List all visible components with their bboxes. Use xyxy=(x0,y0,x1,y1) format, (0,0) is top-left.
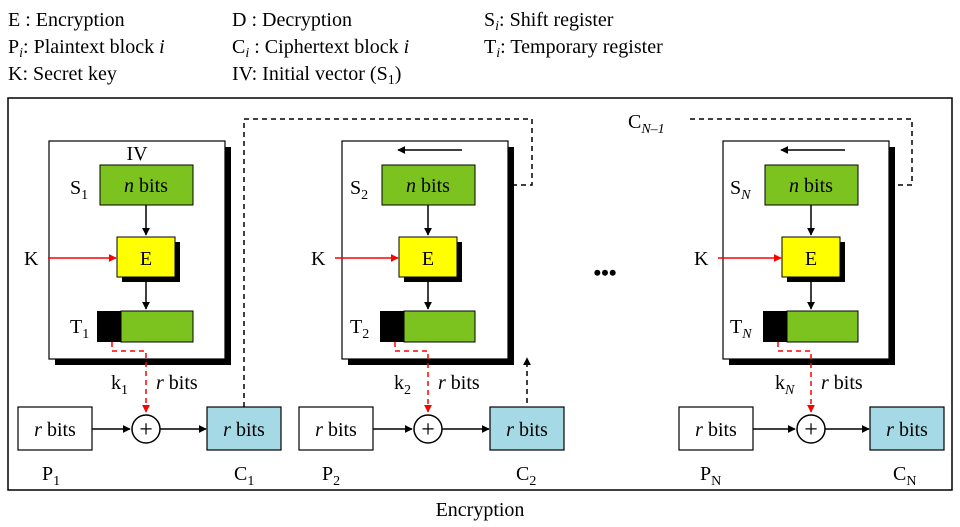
stage-2-encrypt-label: E xyxy=(422,248,434,270)
stage-n-key-label: K xyxy=(694,248,709,270)
stage-1-temp-register-green xyxy=(120,310,194,343)
stage-n-shift-register xyxy=(764,164,859,206)
stage-1-xor-symbol: + xyxy=(139,417,153,443)
stage-2-xor-symbol: + xyxy=(421,417,435,443)
stage-n-plaintext-bits: r bits xyxy=(695,419,737,441)
stage-2-encrypt-box xyxy=(398,236,458,278)
stage-2-k-label: k2 xyxy=(394,372,411,398)
stage-n-k-label: kN xyxy=(775,372,795,398)
stage-1-k-label: k1 xyxy=(111,372,128,398)
stage-2-key-label: K xyxy=(311,248,326,270)
stage-n-keystream-arrow xyxy=(777,342,815,413)
legend: E : Encryption D : Decryption Si: Shift … xyxy=(8,9,663,88)
stage-2-shift-register-label: S2 xyxy=(350,177,368,203)
stage-n-ciphertext-bits: r bits xyxy=(886,419,928,441)
stage-2-ciphertext-box xyxy=(489,406,565,451)
stage-1-encrypt-box xyxy=(116,236,176,278)
legend-iv: IV: Initial vector (S1) xyxy=(232,63,401,88)
stage-2: S2 n bits K E T2 k2 r bits r bits P2 + r… xyxy=(298,140,565,489)
stage-1-p-label: P1 xyxy=(42,463,60,489)
stage-1-r-bits-label: r bits xyxy=(156,372,198,394)
stage-n-shift-register-label: SN xyxy=(730,177,751,203)
stage-n-temp-register-green xyxy=(786,310,859,343)
caption: Encryption xyxy=(436,499,525,521)
stage-2-r-bits-label: r bits xyxy=(438,372,480,394)
stage-n-c-label: CN xyxy=(893,463,916,489)
stage-1: IV S1 n bits K E T1 k1 r bits r bits P1 … xyxy=(17,140,282,489)
stage-n-n-bits: n bits xyxy=(789,175,833,197)
legend-c: Ci : Ciphertext block i xyxy=(232,36,409,61)
stage-1-ciphertext-box xyxy=(206,406,282,451)
legend-k: K: Secret key xyxy=(8,63,117,85)
stage-n-temp-register-label: TN xyxy=(730,316,752,342)
stage-n-encrypt-label: E xyxy=(805,248,817,270)
stage-1-temp-register-label: T1 xyxy=(70,316,89,342)
stage-n: SN n bits K E TN kN r bits r bits PN + r… xyxy=(678,140,945,489)
stage-n-r-bits-label: r bits xyxy=(821,372,863,394)
stage-n-ciphertext-box xyxy=(869,406,945,451)
stage-2-shift-register xyxy=(381,164,476,206)
legend-t: Ti: Temporary register xyxy=(484,36,663,61)
legend-p: Pi: Plaintext block i xyxy=(8,36,165,61)
diagram-frame xyxy=(7,97,953,491)
stage-2-temp-register-green xyxy=(403,310,476,343)
stage-2-n-bits: n bits xyxy=(406,175,450,197)
legend-s: Si: Shift register xyxy=(484,9,614,34)
feedback-cn-1-label: CN–1 xyxy=(628,111,665,137)
stage-1-plaintext-bits: r bits xyxy=(34,419,76,441)
stage-2-keystream-arrow xyxy=(394,342,432,413)
legend-e: E : Encryption xyxy=(8,9,125,31)
stage-1-c-label: C1 xyxy=(234,463,254,489)
feedback-cn-1-to-sn xyxy=(690,118,913,189)
stage-2-temp-register-label: T2 xyxy=(350,316,369,342)
stage-1-keystream-arrow xyxy=(111,342,150,413)
stage-1-temp-register-black xyxy=(97,311,121,342)
stage-1-ciphertext-bits: r bits xyxy=(223,419,265,441)
stage-n-plaintext-box xyxy=(678,406,754,451)
stage-2-plaintext-bits: r bits xyxy=(315,419,357,441)
stage-1-key-label: K xyxy=(24,248,39,270)
stage-2-p-label: P2 xyxy=(322,463,340,489)
ellipsis: ••• xyxy=(593,260,616,285)
stage-1-shift-register-label: S1 xyxy=(70,177,88,203)
iv-label: IV xyxy=(126,143,148,165)
legend-d: D : Decryption xyxy=(232,9,352,31)
stage-n-p-label: PN xyxy=(700,463,721,489)
stage-1-encrypt-label: E xyxy=(140,248,152,270)
stage-2-c-label: C2 xyxy=(516,463,536,489)
stage-1-n-bits: n bits xyxy=(124,175,168,197)
stage-2-ciphertext-bits: r bits xyxy=(506,419,548,441)
stage-n-xor-symbol: + xyxy=(804,417,818,443)
stage-2-temp-register-black xyxy=(380,311,404,342)
stage-n-temp-register-black xyxy=(763,311,787,342)
stage-n-encrypt-box xyxy=(781,236,841,278)
